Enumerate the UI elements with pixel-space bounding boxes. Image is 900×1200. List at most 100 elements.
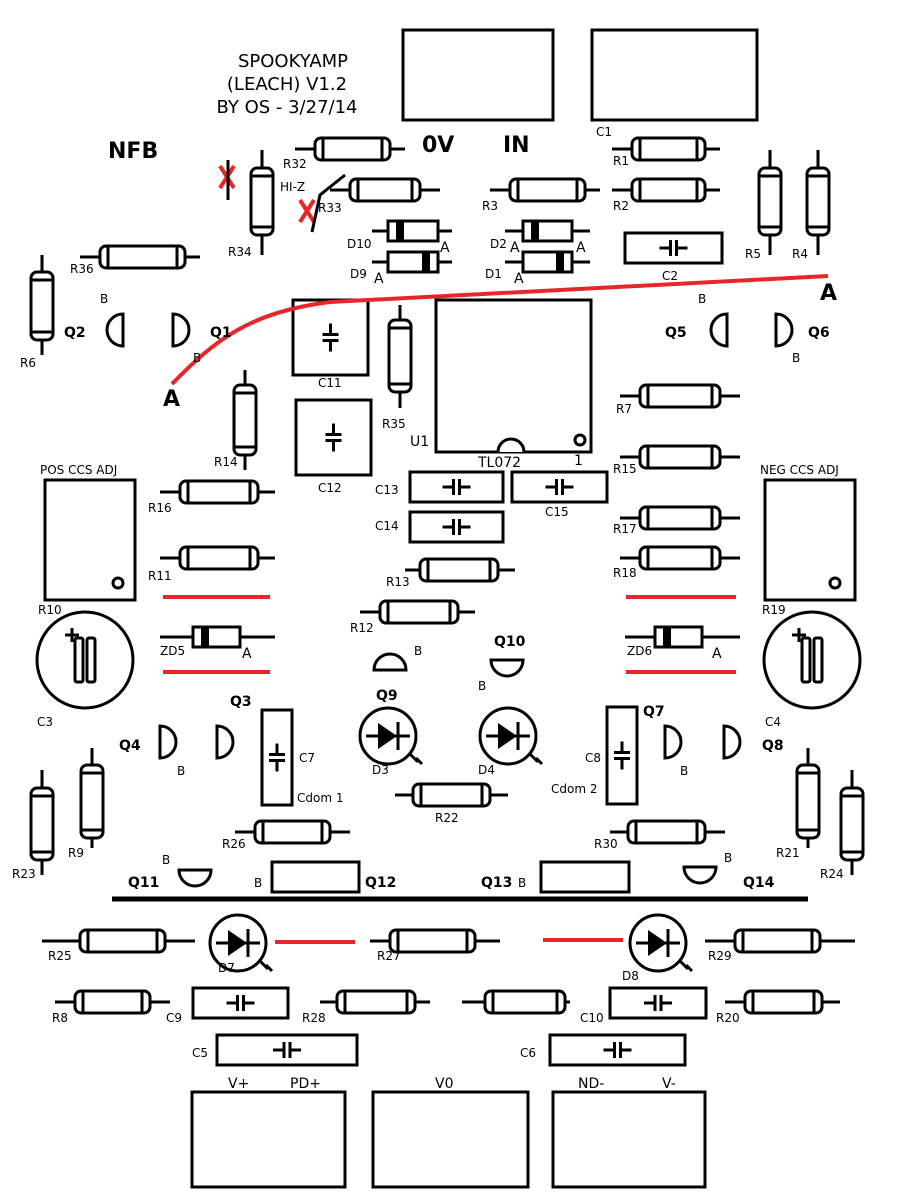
- transistor-outline: [372, 652, 408, 672]
- r3-resistor: [490, 177, 600, 203]
- d10-diode: [372, 219, 452, 243]
- resistor-body: [839, 786, 865, 862]
- q9-transistor: [372, 652, 408, 672]
- resistor-body: [73, 989, 152, 1015]
- anode-label: A: [242, 646, 252, 662]
- ref-r21: R21: [776, 846, 800, 860]
- transistor-outline: [215, 724, 235, 760]
- resistor-body: [29, 786, 55, 862]
- cdom1-label: Cdom 1: [297, 791, 343, 805]
- r1-resistor: [612, 136, 720, 162]
- ref-q3: Q3: [230, 694, 252, 710]
- ref-d9: D9: [350, 267, 367, 281]
- ref-c3: C3: [37, 715, 53, 729]
- resistor-body: [638, 505, 722, 531]
- q7-transistor: [663, 724, 683, 760]
- led-emission: [528, 752, 544, 766]
- cross-mark: [298, 198, 316, 224]
- resistor-body: [630, 136, 707, 162]
- diode-body: [386, 219, 440, 243]
- capacitor-outline: [623, 231, 724, 265]
- ref-r23: R23: [12, 867, 36, 881]
- resistor-body: [508, 177, 587, 203]
- diode-body: [653, 625, 704, 649]
- output-terminal-left: [190, 1090, 347, 1189]
- transistor-outline: [105, 312, 125, 348]
- ref-q7: Q7: [643, 704, 665, 720]
- ref-r15: R15: [613, 462, 637, 476]
- ref-r6: R6: [20, 356, 36, 370]
- transistor-outline: [722, 724, 742, 760]
- base-label: B: [792, 351, 800, 365]
- ref-r27: R27: [377, 949, 401, 963]
- terminal-block-ov-in: [401, 28, 555, 122]
- capacitor-outline: [608, 986, 708, 1020]
- q11-transistor: [177, 868, 213, 888]
- r13-resistor: [405, 557, 515, 583]
- capacitor-outline: [215, 1033, 359, 1067]
- r16-resistor: [160, 479, 275, 505]
- zd6-diode: [625, 625, 740, 649]
- c8-capacitor: [605, 705, 639, 806]
- neg-ccs-label: NEG CCS ADJ: [760, 463, 839, 477]
- output-terminal-mid: [371, 1090, 530, 1189]
- resistor-body: [78, 928, 167, 954]
- r29-resistor: [705, 928, 855, 954]
- r12-resistor: [360, 599, 475, 625]
- ref-r3: R3: [482, 199, 498, 213]
- q4-transistor: [158, 724, 178, 760]
- base-label: B: [254, 876, 262, 890]
- r6-resistor: [29, 255, 55, 355]
- r11-resistor: [160, 545, 275, 571]
- q2-transistor: [105, 312, 125, 348]
- anode-label: A: [440, 240, 450, 256]
- d9-diode: [372, 250, 452, 274]
- ref-r18: R18: [613, 566, 637, 580]
- net-a-label: A: [163, 387, 180, 412]
- title-line-3: BY OS - 3/27/14: [216, 97, 357, 118]
- anode-label: A: [514, 271, 524, 287]
- ref-d4: D4: [478, 763, 495, 777]
- q6-transistor: [774, 312, 794, 348]
- c9-capacitor: [191, 986, 290, 1020]
- ref-r30: R30: [594, 837, 618, 851]
- ref-d2: D2: [490, 237, 507, 251]
- connector-label: V+: [228, 1076, 249, 1092]
- ref-r36: R36: [70, 262, 94, 276]
- base-label: B: [518, 876, 526, 890]
- c6-capacitor: [548, 1033, 687, 1067]
- pin1-label: 1: [574, 453, 583, 469]
- electrolytic-outline: [762, 610, 862, 710]
- ref-r7: R7: [616, 402, 632, 416]
- ref-q5: Q5: [665, 325, 687, 341]
- ref-q2: Q2: [64, 325, 86, 341]
- r21-resistor: [795, 748, 821, 848]
- c4-electrolytic: [762, 610, 862, 710]
- pos-ccs-label: POS CCS ADJ: [40, 463, 117, 477]
- trimmer-pos-ccs: [43, 478, 137, 602]
- anode-label: A: [576, 240, 586, 256]
- c3-electrolytic: [35, 610, 135, 710]
- r36-resistor: [80, 244, 200, 270]
- r9-resistor: [79, 748, 105, 848]
- ref-r12: R12: [350, 621, 374, 635]
- ref-q6: Q6: [808, 325, 830, 341]
- diode-band: [396, 221, 404, 241]
- c13-capacitor: [408, 470, 505, 504]
- ref-c2: C2: [662, 269, 678, 283]
- resistor-body: [638, 444, 722, 470]
- trimmer-neg-ccs: [763, 478, 857, 602]
- base-label: B: [193, 351, 201, 365]
- d7-led: [208, 913, 274, 973]
- c12-capacitor: [294, 398, 373, 477]
- ref-r26: R26: [222, 837, 246, 851]
- d2-diode: [505, 219, 590, 243]
- resistor-body: [98, 244, 187, 270]
- transistor-outline: [682, 865, 718, 885]
- anode-label: A: [510, 240, 520, 256]
- ic-u1-outline: [434, 298, 593, 454]
- q1-transistor: [171, 312, 191, 348]
- resistor-body: [253, 819, 332, 845]
- resistor-body: [387, 318, 413, 394]
